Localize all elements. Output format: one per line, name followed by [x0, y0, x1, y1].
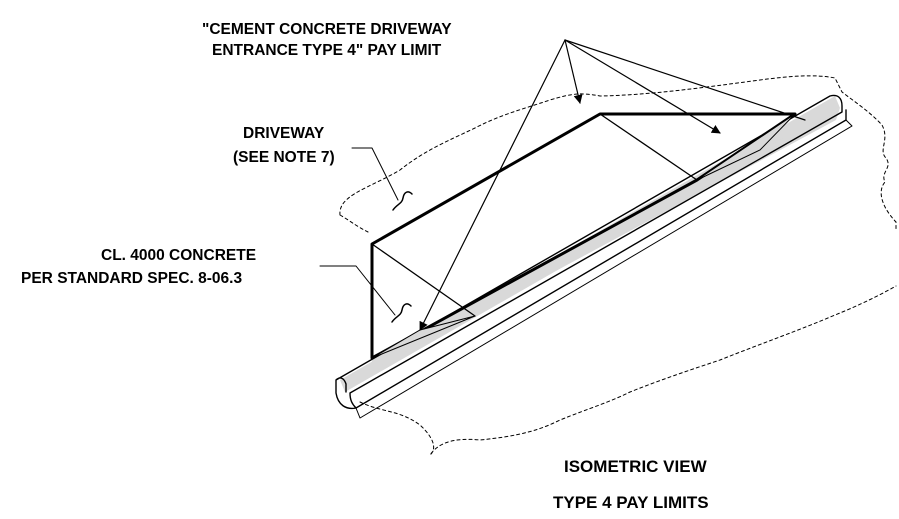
view-subtitle: TYPE 4 PAY LIMITS [553, 493, 709, 512]
pay-limit-callout-line-1: "CEMENT CONCRETE DRIVEWAY [202, 21, 452, 38]
leader-arrow-2 [564, 39, 721, 134]
driveway-label: DRIVEWAY [243, 125, 325, 142]
curb-face-shade [372, 108, 840, 370]
wedge-right [696, 113, 796, 181]
break-symbol-driveway [392, 191, 413, 211]
pay-limit-callout-line-2: ENTRANCE TYPE 4" PAY LIMIT [212, 42, 442, 59]
leader-driveway [351, 147, 399, 201]
leader-arrow-1 [564, 39, 583, 104]
pay-limit-side-edge [371, 243, 476, 317]
pay-limit-outline [370, 112, 797, 360]
concrete-label: CL. 4000 CONCRETE [101, 247, 256, 264]
concrete-spec: PER STANDARD SPEC. 8-06.3 [21, 270, 242, 287]
concrete-spec-reference: STANDARD SPEC. 8-06.3 [57, 270, 242, 287]
gutter-line [355, 119, 853, 419]
concrete-spec-prefix: PER [21, 270, 57, 287]
break-symbol-concrete [391, 303, 412, 323]
leader-concrete [319, 265, 396, 316]
wedge-left [371, 315, 476, 359]
ground-outline-dashed [339, 75, 897, 456]
view-title: ISOMETRIC VIEW [564, 457, 708, 476]
leader-line-4 [564, 39, 806, 121]
leader-arrow-3 [419, 39, 566, 331]
curb-outline [335, 94, 847, 410]
driveway-note: (SEE NOTE 7) [233, 149, 335, 166]
pay-limit-top-edge [599, 113, 698, 181]
